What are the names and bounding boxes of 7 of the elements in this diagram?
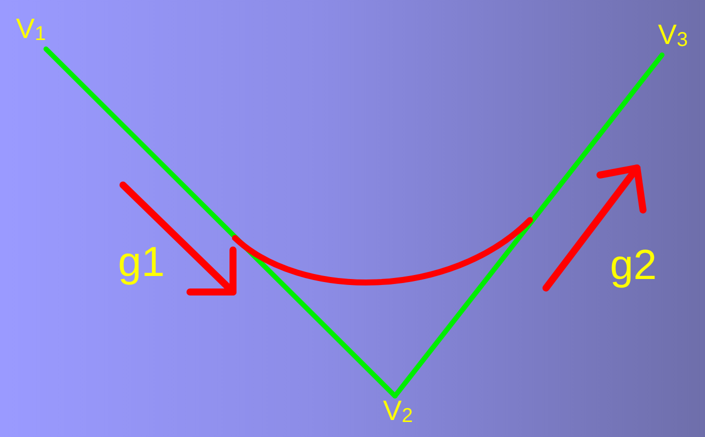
vector-label: g1 — [118, 240, 165, 284]
vertex-label: V$_{2}$ — [383, 396, 413, 431]
vertex-label: V$_{1}$ — [16, 14, 46, 49]
vertex-label: V$_{3}$ — [658, 20, 688, 55]
vector-label: g2 — [610, 243, 657, 287]
line-segment — [392, 52, 664, 398]
line-segment — [44, 46, 398, 398]
